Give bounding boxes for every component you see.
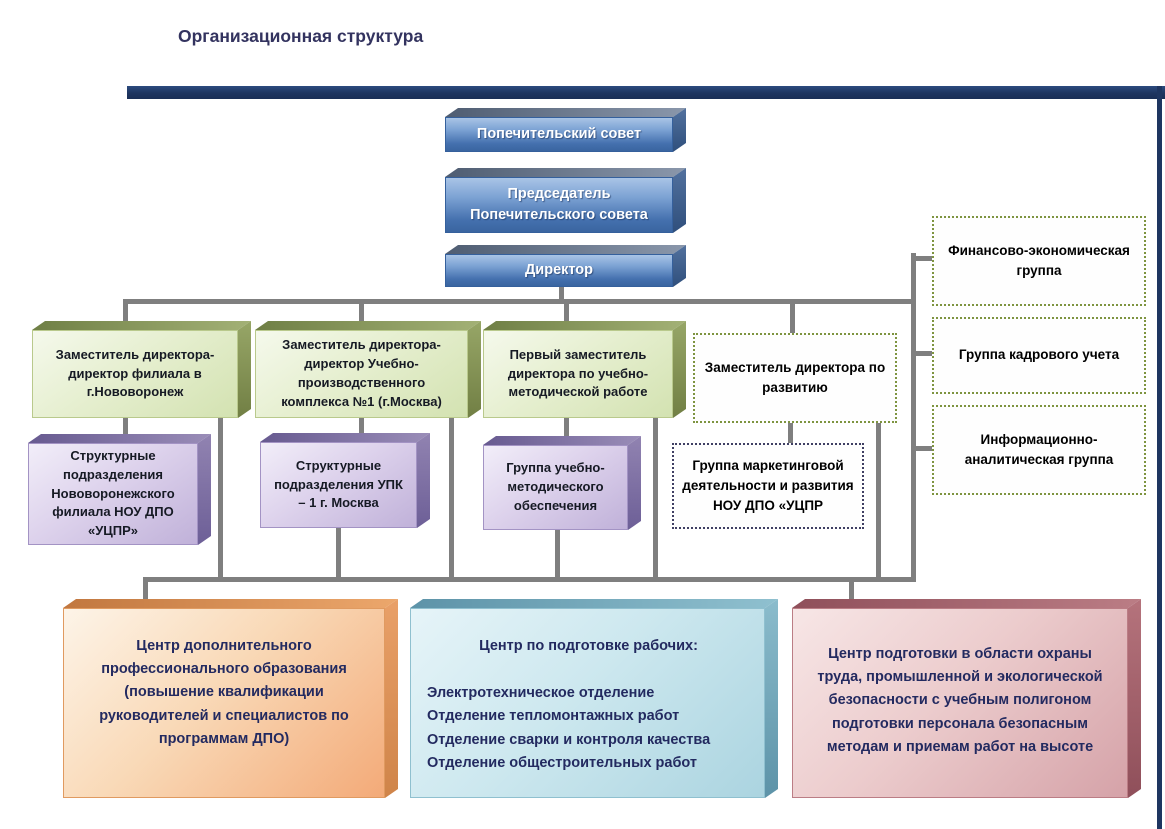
node-deputy-development: Заместитель директора по развитию: [693, 333, 897, 423]
box-right-face: [198, 434, 211, 545]
connector-line: [123, 299, 916, 304]
box-right-face: [468, 321, 481, 418]
box-top-face: [28, 434, 211, 443]
connector-line: [915, 351, 934, 356]
department-item: Электротехническое отделение: [427, 685, 655, 702]
node-center-workers-training: Центр по подготовке рабочих: Электротехн…: [410, 599, 778, 798]
node-center-dpo: Центр дополнительного профессионального …: [63, 599, 398, 798]
box-right-face: [673, 321, 686, 418]
box-right-face: [673, 108, 686, 152]
node-finance-economic-group: Финансово-экономическая группа: [932, 216, 1146, 306]
connector-line: [564, 418, 569, 445]
node-label: Заместитель директора по развитию: [704, 359, 886, 395]
node-label: Заместитель директора-директор Учебно-пр…: [255, 330, 468, 418]
box-right-face: [765, 599, 778, 798]
node-label: Группа маркетинговой деятельности и разв…: [682, 457, 854, 514]
node-trustees-board: Попечительский совет: [445, 108, 686, 152]
box-right-face: [238, 321, 251, 418]
connector-line: [123, 302, 128, 330]
node-label: Заместитель директора-директор филиала в…: [32, 330, 238, 418]
connector-line: [788, 419, 793, 443]
box-top-face: [255, 321, 481, 330]
connector-line: [559, 287, 564, 301]
node-label: Председатель Попечительского совета: [445, 177, 673, 233]
connector-line: [143, 580, 148, 608]
box-top-face: [483, 321, 686, 330]
header-bar: [127, 86, 1165, 99]
connector-line: [336, 528, 341, 580]
connector-line: [123, 418, 128, 443]
connector-line: [790, 302, 795, 333]
node-label: Информационно-аналитическая группа: [964, 431, 1114, 467]
box-top-face: [445, 168, 686, 177]
node-label: Структурные подразделения УПК – 1 г. Мос…: [260, 442, 417, 528]
node-methodology-support-group: Группа учебно-методического обеспечения: [483, 436, 641, 530]
node-label: Центр дополнительного профессионального …: [63, 608, 385, 798]
box-top-face: [445, 245, 686, 254]
node-label: Структурные подразделения Нововоронежско…: [28, 443, 198, 545]
center-department-list: Электротехническое отделение Отделение т…: [427, 682, 750, 775]
node-deputy-upk-moscow: Заместитель директора-директор Учебно-пр…: [255, 321, 481, 418]
department-item: Отделение общестроительных работ: [427, 754, 698, 771]
box-top-face: [32, 321, 251, 330]
node-upk1-subdivisions: Структурные подразделения УПК – 1 г. Мос…: [260, 433, 430, 528]
connector-line: [564, 302, 569, 330]
box-top-face: [260, 433, 430, 442]
right-border-line: [1157, 86, 1162, 829]
node-information-analytics-group: Информационно-аналитическая группа: [932, 405, 1146, 495]
connector-line: [359, 302, 364, 330]
box-right-face: [1128, 599, 1141, 798]
page-title: Организационная структура: [178, 26, 424, 46]
node-label: Директор: [445, 254, 673, 287]
node-hr-records-group: Группа кадрового учета: [932, 317, 1146, 394]
box-top-face: [445, 108, 686, 117]
connector-line: [849, 580, 854, 608]
node-label: Группа учебно-методического обеспечения: [483, 445, 628, 530]
department-item: Отделение тепломонтажных работ: [427, 708, 680, 725]
connector-line: [915, 446, 934, 451]
node-label: Финансово-экономическая группа: [948, 242, 1130, 278]
connector-line: [915, 256, 934, 261]
node-trustees-chairman: Председатель Попечительского совета: [445, 168, 686, 233]
connector-line: [876, 419, 881, 580]
department-item: Отделение сварки и контроля качества: [427, 731, 711, 748]
box-right-face: [628, 436, 641, 530]
node-deputy-novovoronezh: Заместитель директора-директор филиала в…: [32, 321, 251, 418]
node-novovoronezh-subdivisions: Структурные подразделения Нововоронежско…: [28, 434, 211, 545]
box-right-face: [417, 433, 430, 528]
box-right-face: [385, 599, 398, 798]
node-label: Первый заместитель директора по учебно-м…: [483, 330, 673, 418]
node-label: Центр подготовки в области охраны труда,…: [792, 608, 1128, 798]
box-right-face: [673, 245, 686, 287]
box-top-face: [483, 436, 641, 445]
connector-line: [653, 417, 658, 580]
node-center-labor-safety: Центр подготовки в области охраны труда,…: [792, 599, 1141, 798]
connector-line: [359, 418, 364, 442]
connector-line: [449, 418, 454, 580]
node-label: Попечительский совет: [445, 117, 673, 152]
box-top-face: [63, 599, 398, 608]
box-top-face: [410, 599, 778, 608]
box-top-face: [792, 599, 1141, 608]
node-director: Директор: [445, 245, 686, 287]
center-title: Центр по подготовке рабочих:: [479, 638, 698, 654]
node-first-deputy-methodology: Первый заместитель директора по учебно-м…: [483, 321, 686, 418]
node-label: Группа кадрового учета: [958, 347, 1120, 363]
box-right-face: [673, 168, 686, 233]
node-marketing-development-group: Группа маркетинговой деятельности и разв…: [672, 443, 864, 529]
connector-line: [555, 530, 560, 580]
connector-line: [143, 577, 916, 582]
connector-line: [218, 418, 223, 580]
connector-line: [911, 253, 916, 582]
